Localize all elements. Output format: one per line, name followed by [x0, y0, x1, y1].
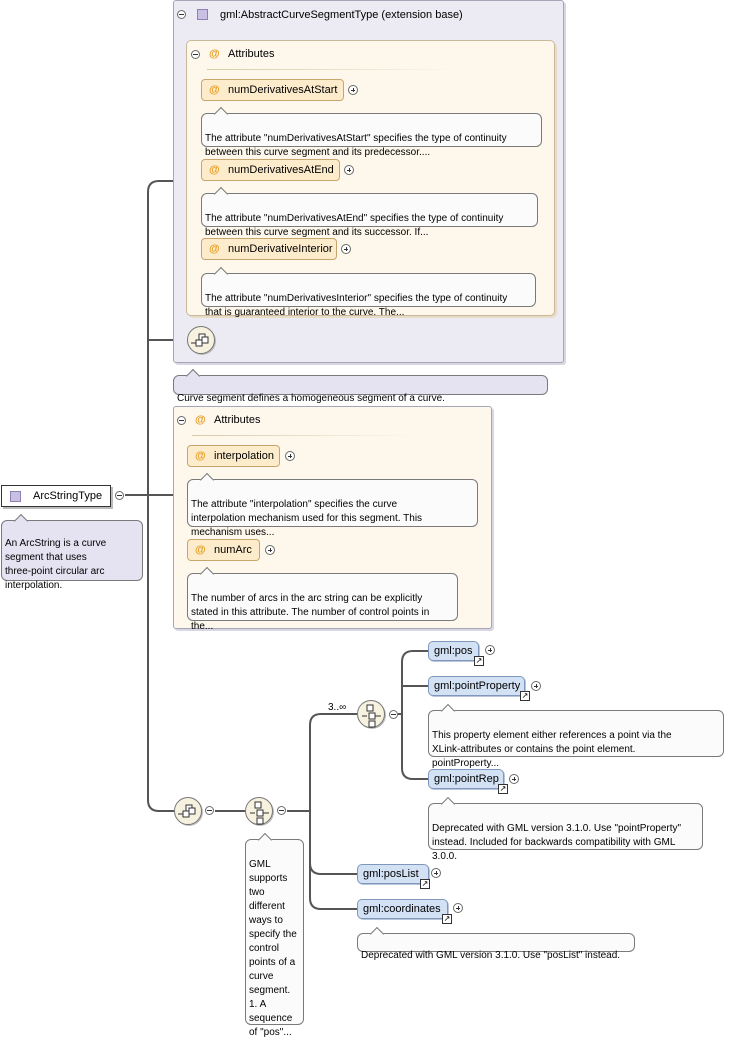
attribute-numArc[interactable]: @ numArc [187, 539, 260, 561]
element-gml-posList[interactable]: gml:posList [357, 864, 429, 884]
element-name: gml:coordinates [363, 903, 441, 915]
attribute-numDerivativesAtStart[interactable]: @ numDerivativesAtStart [201, 79, 344, 101]
collapse-icon[interactable] [177, 10, 186, 19]
attribute-icon: @ [209, 48, 220, 60]
attribute-icon: @ [209, 164, 220, 176]
sequence-icon[interactable] [187, 326, 215, 354]
element-gml-pointProperty[interactable]: gml:pointProperty [428, 676, 525, 696]
expand-icon[interactable] [485, 645, 495, 655]
expand-icon[interactable] [265, 545, 275, 555]
attribute-name: numDerivativesAtEnd [228, 164, 334, 176]
attribute-icon: @ [209, 84, 220, 96]
element-gml-pointRep[interactable]: gml:pointRep [428, 769, 504, 789]
attribute-icon: @ [195, 544, 206, 556]
attribute-doc: The attribute "numDerivativesAtEnd" spec… [201, 186, 538, 238]
element-name: gml:pos [434, 645, 473, 657]
expand-icon[interactable] [344, 165, 354, 175]
reference-arrow-icon: ↗ [498, 784, 508, 794]
expand-icon[interactable] [531, 681, 541, 691]
expand-icon[interactable] [509, 774, 519, 784]
collapse-icon[interactable] [115, 491, 124, 500]
base-type-title: gml:AbstractCurveSegmentType (extension … [220, 9, 463, 21]
collapse-icon[interactable] [389, 710, 398, 719]
occurrence-label: 3..∞ [328, 702, 347, 713]
root-type-doc: An ArcString is a curve segment that use… [1, 513, 143, 591]
base-type-doc: Curve segment defines a homogeneous segm… [173, 368, 548, 404]
expand-icon[interactable] [348, 85, 358, 95]
element-name: gml:pointProperty [434, 680, 521, 692]
attributes-label: Attributes [214, 414, 261, 426]
attribute-name: numArc [214, 544, 252, 556]
attribute-interpolation[interactable]: @ interpolation [187, 445, 280, 467]
attribute-icon: @ [209, 243, 220, 255]
collapse-icon[interactable] [277, 806, 286, 815]
element-doc: Deprecated with GML version 3.1.0. Use "… [357, 926, 635, 961]
complex-type-icon [10, 491, 21, 502]
root-type-name: ArcStringType [33, 490, 103, 502]
choice-doc: GML supports two different ways to speci… [245, 832, 304, 1038]
expand-icon[interactable] [431, 868, 441, 878]
collapse-icon[interactable] [205, 806, 214, 815]
reference-arrow-icon: ↗ [520, 691, 530, 701]
attribute-doc: The number of arcs in the arc string can… [187, 566, 458, 632]
element-name: gml:pointRep [434, 773, 499, 785]
attribute-icon: @ [195, 450, 206, 462]
collapse-icon[interactable] [191, 50, 200, 59]
attribute-doc: The attribute "interpolation" specifies … [187, 472, 478, 538]
attribute-name: numDerivativesAtStart [228, 84, 338, 96]
expand-icon[interactable] [453, 903, 463, 913]
element-gml-coordinates[interactable]: gml:coordinates [357, 899, 448, 919]
element-doc: Deprecated with GML version 3.1.0. Use "… [428, 796, 703, 862]
reference-arrow-icon: ↗ [420, 879, 430, 889]
attribute-doc: The attribute "numDerivativesInterior" s… [201, 266, 536, 318]
attribute-numDerivativeInterior[interactable]: @ numDerivativeInterior [201, 238, 337, 260]
reference-arrow-icon: ↗ [474, 656, 484, 666]
complex-type-icon [197, 9, 208, 20]
element-name: gml:posList [363, 868, 419, 880]
element-gml-pos[interactable]: gml:pos [428, 641, 479, 661]
choice-icon[interactable] [357, 700, 385, 728]
expand-icon[interactable] [285, 451, 295, 461]
reference-arrow-icon: ↗ [442, 914, 452, 924]
attributes-label: Attributes [228, 48, 275, 60]
attribute-numDerivativesAtEnd[interactable]: @ numDerivativesAtEnd [201, 159, 340, 181]
attribute-doc: The attribute "numDerivativesAtStart" sp… [201, 106, 542, 158]
choice-icon[interactable] [245, 797, 273, 825]
root-type-node[interactable]: ArcStringType [1, 485, 111, 507]
expand-icon[interactable] [341, 244, 351, 254]
collapse-icon[interactable] [177, 416, 186, 425]
element-doc: This property element either references … [428, 703, 724, 769]
sequence-icon[interactable] [174, 797, 202, 825]
attribute-icon: @ [195, 414, 206, 426]
attribute-name: numDerivativeInterior [228, 243, 333, 255]
attribute-name: interpolation [214, 450, 274, 462]
